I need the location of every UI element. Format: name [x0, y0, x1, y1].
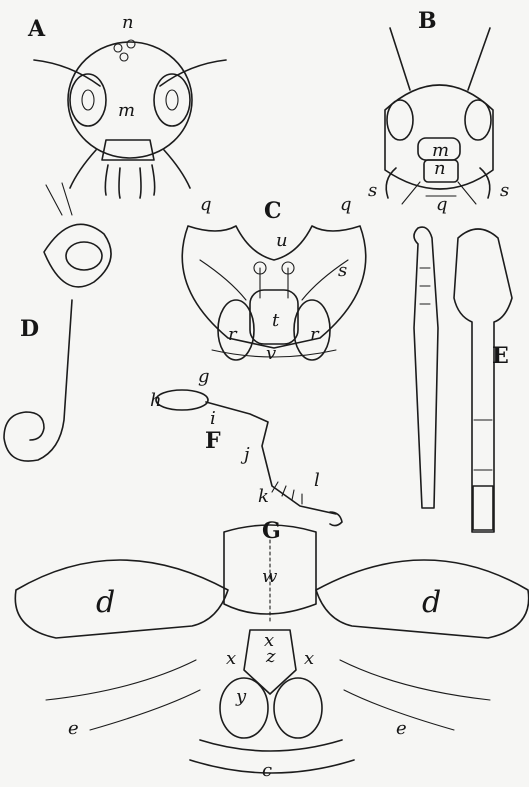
part-label-g: g	[198, 368, 210, 386]
part-label-e-left: e	[68, 720, 79, 738]
part-label-z: z	[266, 648, 275, 666]
figure-label-g: G	[262, 520, 281, 542]
part-label-j: j	[244, 446, 250, 464]
part-label-m-a: m	[118, 102, 135, 120]
figure-e-elongated-parts	[414, 227, 512, 532]
figure-label-d: D	[20, 318, 39, 340]
part-label-t: t	[272, 312, 279, 330]
part-label-r-right: r	[310, 326, 319, 344]
part-label-u: u	[276, 232, 288, 250]
part-label-y: y	[236, 688, 246, 706]
part-label-e-right: e	[396, 720, 407, 738]
part-label-v: v	[266, 345, 276, 363]
part-label-w: w	[262, 568, 277, 586]
part-label-s-c: s	[338, 262, 347, 280]
part-label-x-left: x	[226, 650, 236, 668]
figure-label-e: E	[492, 345, 509, 367]
figure-label-f: F	[205, 430, 221, 452]
part-label-d-left: d	[96, 588, 115, 618]
part-label-x-right: x	[304, 650, 314, 668]
part-label-s-b-right: s	[500, 182, 509, 200]
figure-label-b: B	[418, 10, 437, 32]
part-label-r-left: r	[228, 326, 237, 344]
part-label-i: i	[210, 410, 216, 428]
part-label-n-b: n	[434, 160, 446, 178]
figure-label-c: C	[264, 200, 282, 222]
part-label-q-b: q	[436, 196, 448, 214]
part-label-q-c-right: q	[340, 196, 352, 214]
part-label-n-a: n	[122, 14, 134, 32]
part-label-s-b-left: s	[368, 182, 377, 200]
part-label-c: c	[262, 762, 272, 780]
figure-c-mouthparts	[182, 226, 366, 360]
part-label-l: l	[314, 472, 320, 490]
part-label-d-right: d	[422, 588, 441, 618]
part-label-q-c-left: q	[200, 196, 212, 214]
part-label-k: k	[258, 488, 269, 506]
part-label-h: h	[150, 392, 162, 410]
figure-label-a: A	[28, 18, 45, 40]
